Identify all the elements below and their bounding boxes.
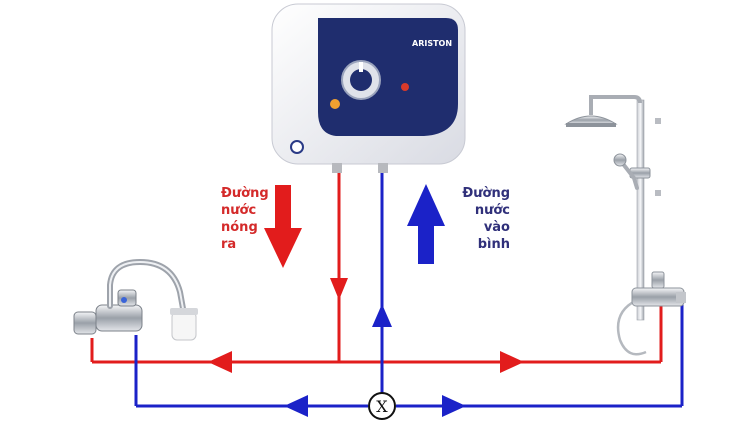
hot-label-line-4: ra: [221, 237, 237, 252]
heater-brand: ARISTON: [412, 39, 452, 48]
knob-indicator: [359, 62, 363, 72]
cold-flow-arrows: [284, 304, 466, 417]
brand-badge: [290, 140, 304, 154]
faucet-left-mount: [73, 311, 97, 335]
cold-arrow-right: [442, 395, 466, 417]
faucet-spout-highlight: [109, 260, 185, 315]
valve-symbol: X: [376, 397, 388, 416]
hot-flow-arrows: [208, 278, 524, 373]
shower-hose: [616, 298, 647, 356]
cold-label-line-3: vào: [483, 220, 510, 235]
hot-out-arrow-icon: [264, 185, 302, 268]
cold-arrow-up: [372, 304, 392, 327]
cold-label-line-2: nước: [474, 203, 510, 218]
hot-water-pipe: [90, 173, 663, 364]
shower-screw-mid: [655, 190, 661, 196]
hot-arrow-left: [208, 351, 232, 373]
cold-arrow-left: [284, 395, 308, 417]
shower-screw-top: [655, 118, 661, 124]
faucet-head-cap: [170, 308, 198, 315]
water-heater-icon: ARISTON: [271, 3, 466, 173]
valve-icon[interactable]: X: [368, 392, 396, 420]
faucet-icon: [73, 258, 198, 341]
rain-shower-head: [564, 115, 618, 125]
hot-arrow-right: [500, 351, 524, 373]
shower-riser: [636, 99, 645, 321]
hot-outlet-fitting: [332, 163, 342, 173]
shower-head-rim: [566, 123, 616, 127]
cold-in-arrow-icon: [407, 184, 445, 264]
hot-label-line-3: nóng: [221, 220, 258, 235]
cold-water-pipe: [134, 173, 684, 408]
hand-shower: [618, 158, 639, 190]
heater-panel: [318, 18, 458, 136]
faucet-lever[interactable]: [117, 289, 137, 307]
shower-mixer-lever[interactable]: [651, 271, 665, 289]
cold-inlet-fitting: [378, 163, 388, 173]
knob-center: [350, 69, 372, 91]
faucet-lever-mark: [121, 297, 127, 303]
hot-label-line-2: nước: [221, 203, 257, 218]
shower-arm: [589, 95, 642, 115]
cold-label-line-1: Đường: [462, 186, 510, 201]
cold-water-in-label: Đường nước vào bình: [440, 185, 510, 253]
shower-inlet-fitting: [676, 292, 686, 303]
hot-water-out-label: Đường nước nóng ra: [221, 185, 269, 253]
heating-lamp: [401, 83, 409, 91]
shower-icon: [564, 95, 686, 356]
hot-arrow-down: [330, 278, 348, 300]
hand-shower-head: [613, 153, 627, 167]
power-lamp: [330, 99, 340, 109]
cold-label-line-4: bình: [477, 237, 510, 252]
hot-label-line-1: Đường: [221, 186, 269, 201]
faucet-head: [171, 311, 197, 341]
faucet-body: [95, 304, 143, 332]
valve-circle: [368, 392, 396, 420]
